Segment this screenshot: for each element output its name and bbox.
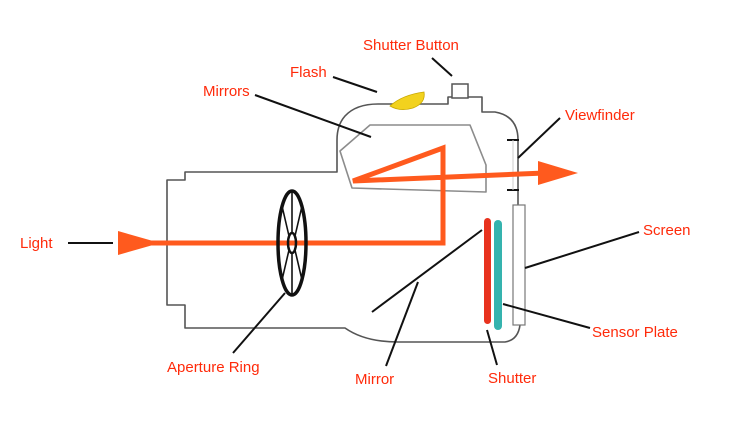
leader-aperture-ring	[232, 292, 286, 354]
light-path	[122, 144, 546, 246]
leader-shutter	[486, 329, 498, 366]
camera-body-outline	[166, 96, 521, 343]
leader-screen	[524, 231, 640, 269]
label-aperture-ring: Aperture Ring	[167, 359, 260, 376]
pentaprism	[339, 124, 487, 193]
leader-sensor-plate	[502, 303, 591, 329]
aperture-ring	[276, 189, 308, 297]
label-flash: Flash	[290, 64, 327, 81]
flash-shape	[389, 91, 425, 110]
label-viewfinder: Viewfinder	[565, 107, 635, 124]
light-input-arrowhead	[118, 231, 160, 255]
label-mirrors: Mirrors	[203, 83, 250, 100]
label-shutter: Shutter	[488, 370, 536, 387]
screen-panel	[512, 204, 526, 326]
leader-shutter-button	[431, 57, 453, 77]
sensor-plate-bar	[494, 220, 502, 330]
label-mirror: Mirror	[355, 371, 394, 388]
label-screen: Screen	[643, 222, 691, 239]
leader-mirror	[385, 281, 419, 367]
label-sensor-plate: Sensor Plate	[592, 324, 678, 341]
shutter-button	[451, 83, 469, 99]
label-light: Light	[20, 235, 53, 252]
light-output-arrowhead	[538, 161, 578, 185]
leader-viewfinder	[517, 117, 561, 159]
shutter-bar	[484, 218, 491, 324]
mirror-line	[371, 229, 483, 313]
leader-mirrors	[254, 94, 372, 138]
leader-flash	[332, 76, 378, 93]
label-shutter-button: Shutter Button	[363, 37, 459, 54]
